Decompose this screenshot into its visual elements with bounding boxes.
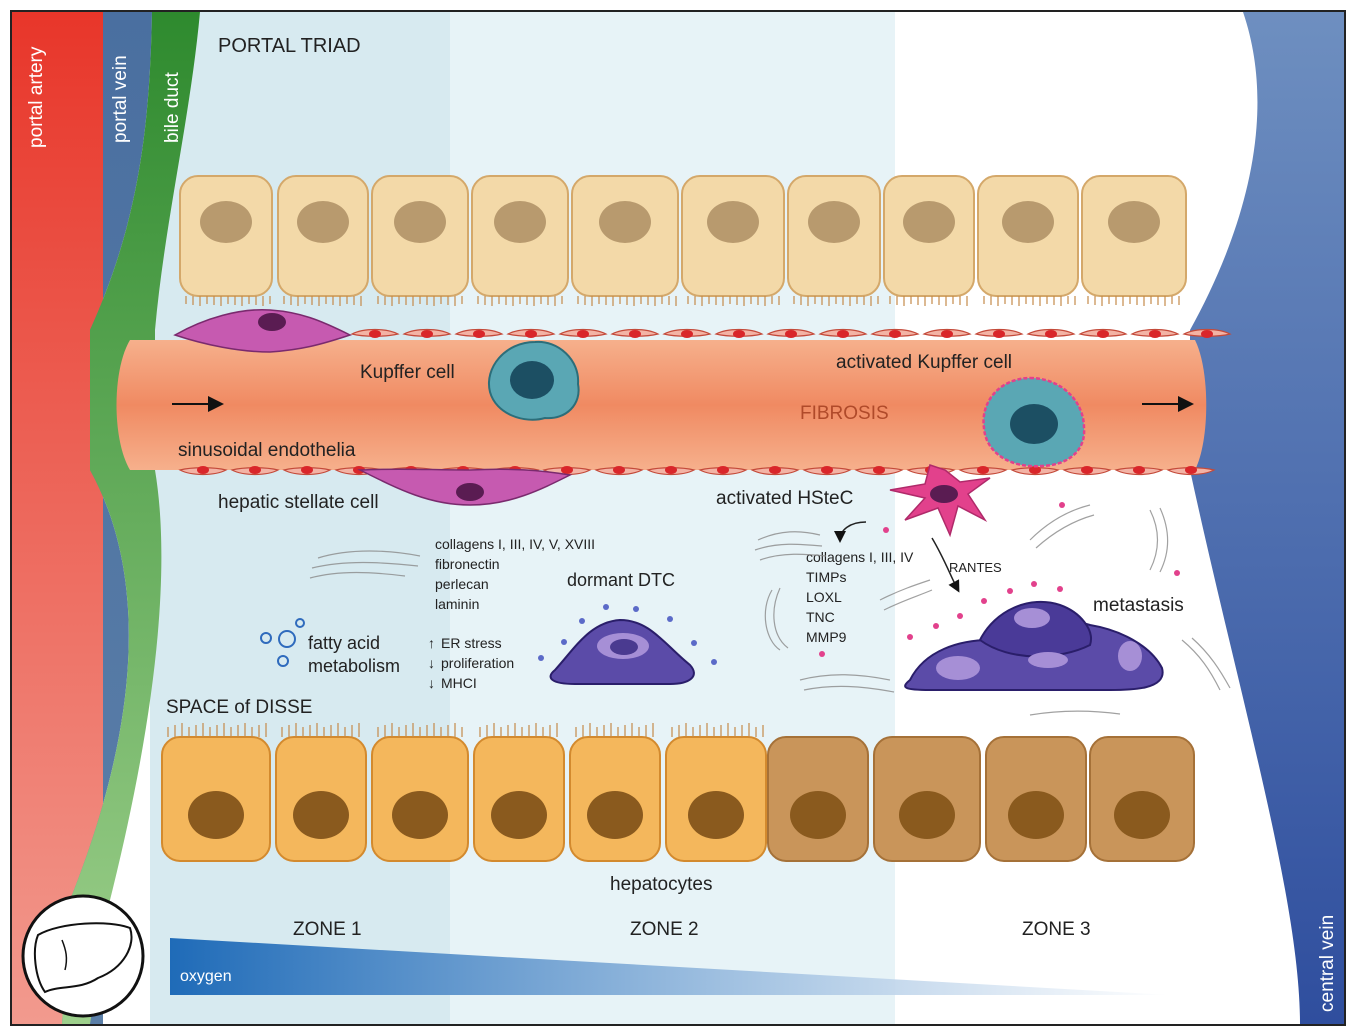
top-hepatocyte-row [180, 176, 1186, 306]
hepatocyte [572, 176, 678, 306]
fatty-acid-label: fatty acid [308, 633, 380, 653]
kupffer-cell-label: Kupffer cell [360, 362, 455, 383]
hepatocyte [1082, 176, 1186, 306]
liver-icon [23, 896, 143, 1016]
secreted-item: LOXL [806, 589, 842, 605]
hepatocyte [986, 737, 1086, 861]
hepatocytes-label: hepatocytes [610, 874, 712, 895]
hepatocyte [276, 723, 366, 861]
ecm-item: collagens I, III, IV, V, XVIII [435, 536, 595, 552]
secreted-item: TNC [806, 609, 835, 625]
hepatocyte [472, 176, 568, 306]
ecm-item: laminin [435, 596, 479, 612]
zone1-background [150, 12, 450, 1024]
central-vein-label: central vein [1317, 915, 1338, 1012]
fibrosis-label: FIBROSIS [800, 403, 889, 424]
dtc-effect-item: proliferation [441, 655, 514, 671]
space-of-disse-label: SPACE of DISSE [166, 697, 312, 718]
ecm-item: fibronectin [435, 556, 500, 572]
portal-artery-label: portal artery [26, 46, 47, 148]
dormant-dtc-label: dormant DTC [567, 570, 675, 590]
hepatocyte [474, 723, 564, 861]
secreted-item: TIMPs [806, 569, 846, 585]
hepatocyte [1090, 737, 1194, 861]
bottom-hepatocyte-row [162, 723, 1194, 861]
fatty-acid-metabolism-label: metabolism [308, 656, 400, 676]
zone2-label: ZONE 2 [630, 919, 699, 940]
hepatocyte [768, 737, 868, 861]
hepatocyte [666, 723, 766, 861]
zone1-label: ZONE 1 [293, 919, 362, 940]
dtc-effect-item: MHCI [441, 675, 477, 691]
hepatocyte [162, 723, 270, 861]
bile-duct-label: bile duct [162, 72, 183, 143]
hepatocyte [884, 176, 974, 306]
effect-arrow: ↓ [428, 675, 435, 691]
hepatocyte [180, 176, 272, 306]
zone3-label: ZONE 3 [1022, 919, 1091, 940]
hepatocyte [372, 176, 468, 306]
hepatocyte [978, 176, 1078, 306]
rantes-label: RANTES [949, 560, 1002, 575]
secreted-item: collagens I, III, IV [806, 549, 914, 565]
hepatocyte [570, 723, 660, 861]
portal-vein-label: portal vein [110, 55, 131, 143]
hepatic-stellate-cell-label: hepatic stellate cell [218, 492, 379, 513]
activated-kupffer-cell-label: activated Kupffer cell [836, 352, 1012, 373]
hepatocyte [278, 176, 368, 306]
hepatocyte [874, 737, 980, 861]
ecm-item: perlecan [435, 576, 489, 592]
hepatocyte [788, 176, 880, 306]
portal-triad-label: PORTAL TRIAD [218, 35, 361, 57]
zone2-background [450, 12, 895, 1024]
kupffer-cell [489, 342, 579, 420]
activated-hstec-label: activated HSteC [716, 488, 853, 509]
hepatocyte [372, 723, 468, 861]
dtc-effect-item: ER stress [441, 635, 502, 651]
effect-arrow: ↓ [428, 655, 435, 671]
metastasis-label: metastasis [1093, 595, 1184, 616]
sinusoidal-endothelia-label: sinusoidal endothelia [178, 440, 356, 461]
oxygen-label: oxygen [180, 968, 232, 985]
hepatocyte [682, 176, 784, 306]
effect-arrow: ↑ [428, 635, 435, 651]
secreted-item: MMP9 [806, 629, 847, 645]
